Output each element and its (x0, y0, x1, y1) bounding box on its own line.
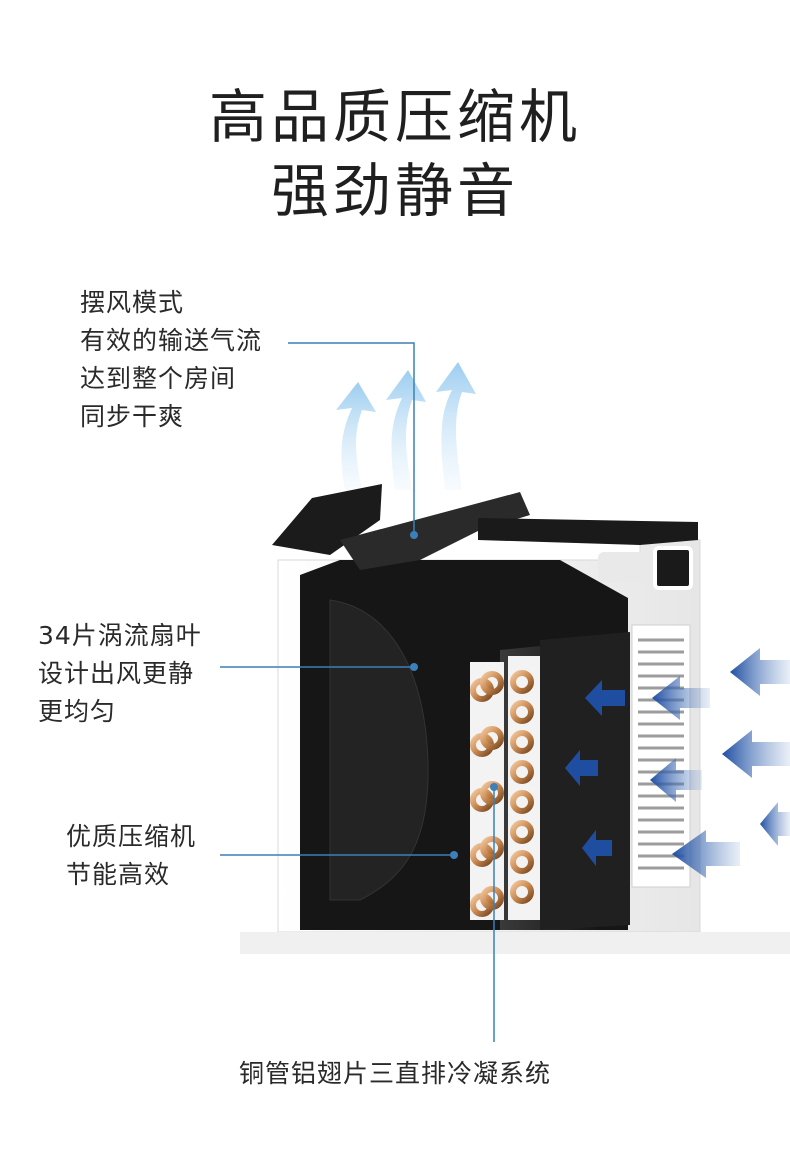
copper-tube-bends (470, 670, 534, 917)
outflow-arrows (336, 362, 476, 490)
callout-airflow-line: 有效的输送气流 (80, 326, 263, 355)
callout-airflow-line: 摆风模式 (80, 288, 185, 317)
inflow-arrow-icon (760, 802, 790, 846)
callout-airflow-line: 达到整个房间 (80, 364, 237, 393)
callout-compressor-line: 节能高效 (66, 860, 171, 889)
inflow-arrow-icon (650, 758, 702, 802)
inflow-arrow-icon (730, 648, 790, 696)
callout-fan: 34片涡流扇叶 设计出风更静 更均匀 (38, 617, 202, 731)
leader-dot-condenser (490, 783, 498, 791)
outflow-arrow-icon (436, 362, 476, 490)
fan-housing (329, 599, 429, 901)
callout-airflow-line: 同步干爽 (80, 402, 185, 431)
leader-dot-compressor (450, 851, 458, 859)
side-grille (631, 624, 691, 888)
inflow-arrows-inner (565, 680, 625, 866)
callout-compressor-line: 优质压缩机 (66, 822, 197, 851)
inflow-arrow-icon (722, 730, 790, 778)
headline-line-2: 强劲静音 (270, 157, 519, 225)
inflow-arrow-icon (565, 750, 598, 786)
callout-fan-line: 设计出风更静 (38, 659, 195, 688)
inflow-arrow-icon (582, 830, 612, 866)
callout-compressor: 优质压缩机 节能高效 (66, 818, 196, 894)
inflow-arrow-icon (672, 830, 740, 878)
inflow-arrow-icon (585, 680, 625, 716)
inflow-arrows-outer (650, 648, 790, 878)
leader-dot-fan (410, 663, 418, 671)
callout-fan-line: 更均匀 (38, 697, 117, 726)
leader-dot-airflow (410, 531, 418, 539)
callout-fan-line: 34片涡流扇叶 (38, 621, 202, 650)
leader-line-airflow (288, 342, 415, 535)
leader-lines (220, 342, 498, 1042)
headline-line-1: 高品质压缩机 (208, 83, 581, 151)
inflow-arrow-icon (652, 676, 710, 720)
callout-condenser: 铜管铝翅片三直排冷凝系统 (238, 1059, 551, 1088)
outflow-arrow-icon (336, 382, 376, 490)
outflow-arrow-icon (386, 370, 426, 490)
callout-airflow: 摆风模式 有效的输送气流 达到整个房间 同步干爽 (80, 284, 262, 436)
